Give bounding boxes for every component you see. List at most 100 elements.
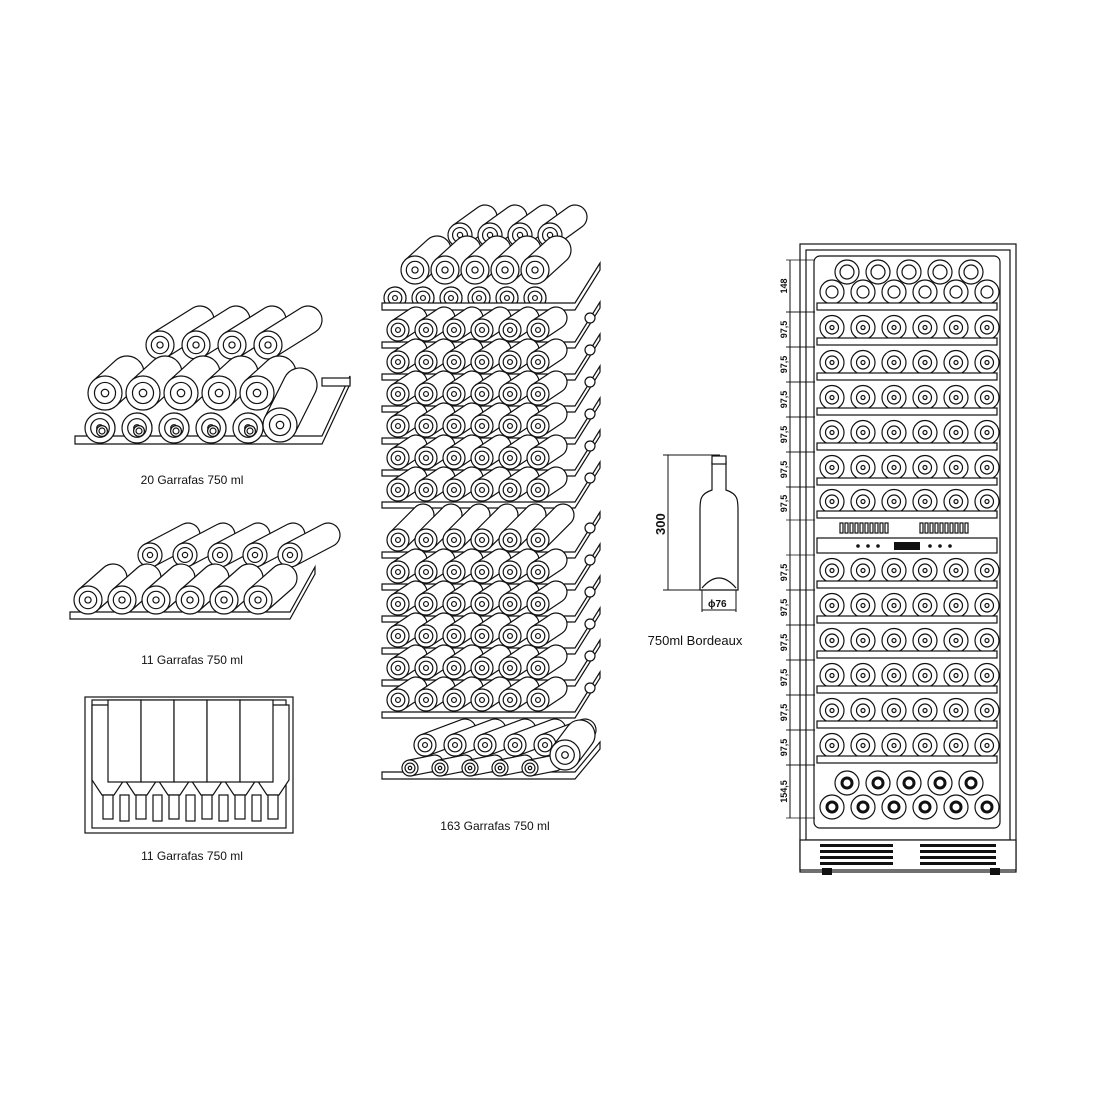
bottle-punt [922, 742, 928, 749]
bottle [386, 466, 428, 502]
bottle-punt [146, 551, 154, 559]
shelf-side-bottle [584, 440, 596, 452]
bottle [526, 338, 568, 374]
bottle-punt [216, 551, 224, 559]
vent-slot [924, 522, 929, 534]
shelf-tray [381, 637, 601, 687]
bottle-punt [829, 637, 835, 644]
bottle-punt [475, 294, 483, 302]
bottle-punt [953, 394, 959, 401]
vent-slot [839, 522, 844, 534]
bottle-punt [953, 359, 959, 366]
shelf-tray [381, 299, 601, 349]
bottle [526, 370, 568, 406]
bottle-punt [176, 388, 186, 398]
bottle [442, 548, 484, 584]
bottle-punt [891, 394, 897, 401]
bottle-punt [701, 577, 737, 589]
bottle [526, 503, 575, 552]
bottle-punt [984, 742, 990, 749]
fridge-dimension-label: 97,5 [779, 669, 789, 687]
shelf-side-bottle [584, 408, 596, 420]
bottle-punt [220, 596, 228, 604]
bottle-punt [922, 672, 928, 679]
bottle-punt [891, 498, 897, 505]
bottle-base [850, 794, 876, 820]
bottle-neck [207, 425, 220, 438]
bottle-punt [534, 568, 542, 576]
bottle-neck [119, 794, 130, 822]
bottle-punt [152, 596, 160, 604]
bottle-punt [541, 741, 549, 749]
bottle-diameter-label: ϕ76 [708, 599, 727, 610]
bottle-neck [152, 794, 163, 822]
bottle-punt [953, 567, 959, 574]
fridge-shelf [816, 477, 998, 486]
vent-slot [874, 522, 879, 534]
bottle-punt [251, 551, 259, 559]
bottle [386, 402, 428, 438]
shelf-tray [381, 395, 601, 445]
vent-slot [869, 522, 874, 534]
shelf-side-bottle [584, 682, 596, 694]
bottle-base [881, 794, 907, 820]
tower-shelf [381, 541, 601, 591]
bottle [141, 563, 196, 615]
bottle [386, 503, 435, 552]
shelf-tray [381, 331, 601, 381]
bottle-punt [478, 632, 486, 640]
bottle-punt [84, 596, 92, 604]
vent-slot [949, 522, 954, 534]
bottle-punt [891, 429, 897, 436]
bottle-punt [953, 602, 959, 609]
bottle-punt [984, 602, 990, 609]
fridge-foot [990, 868, 1000, 875]
bottle-ring [887, 285, 901, 299]
bottle [414, 580, 456, 616]
tower-shelf [381, 669, 601, 719]
bottle [442, 466, 484, 502]
bottle-punt [394, 358, 402, 366]
bottle-punt [534, 454, 542, 462]
bottle-base [927, 770, 953, 796]
vent-grille [920, 844, 996, 847]
bottle-punt [450, 358, 458, 366]
bottle-punt [478, 422, 486, 430]
vent-grille [820, 862, 893, 865]
bottle [526, 434, 568, 470]
vent-slot [959, 522, 964, 534]
bottle [498, 434, 540, 470]
bottle-punt [394, 536, 402, 544]
bottle-neck [102, 794, 114, 820]
bottle-punt [422, 696, 430, 704]
control-button [866, 544, 870, 548]
bottle-neck-end [964, 776, 978, 790]
fridge-shelf [816, 720, 998, 729]
bottle [498, 548, 540, 584]
bottle [386, 676, 428, 712]
bottle-cork [98, 427, 106, 435]
bottle [414, 644, 456, 680]
tower-shelf [381, 605, 601, 655]
fridge-shelf [816, 337, 998, 346]
bottle-punt [156, 341, 164, 349]
bottle [526, 306, 568, 342]
bottle-punt [534, 390, 542, 398]
control-button [948, 544, 952, 548]
fridge-dimension-label: 97,5 [779, 739, 789, 757]
bottle [386, 644, 428, 680]
bottle-height-label: 300 [653, 513, 668, 535]
bottle-upright-back [140, 699, 175, 783]
bottle [442, 612, 484, 648]
bottle-punt [534, 696, 542, 704]
shelf-tray [381, 573, 601, 623]
bottle-punt [860, 359, 866, 366]
shelf-side-bottle [584, 554, 596, 566]
vent-slot [939, 522, 944, 534]
bottle-punt [394, 454, 402, 462]
bottle [526, 644, 568, 680]
bottle-neck [135, 794, 147, 820]
shelf-20-bottles [74, 305, 351, 445]
bottle-punt [829, 707, 835, 714]
